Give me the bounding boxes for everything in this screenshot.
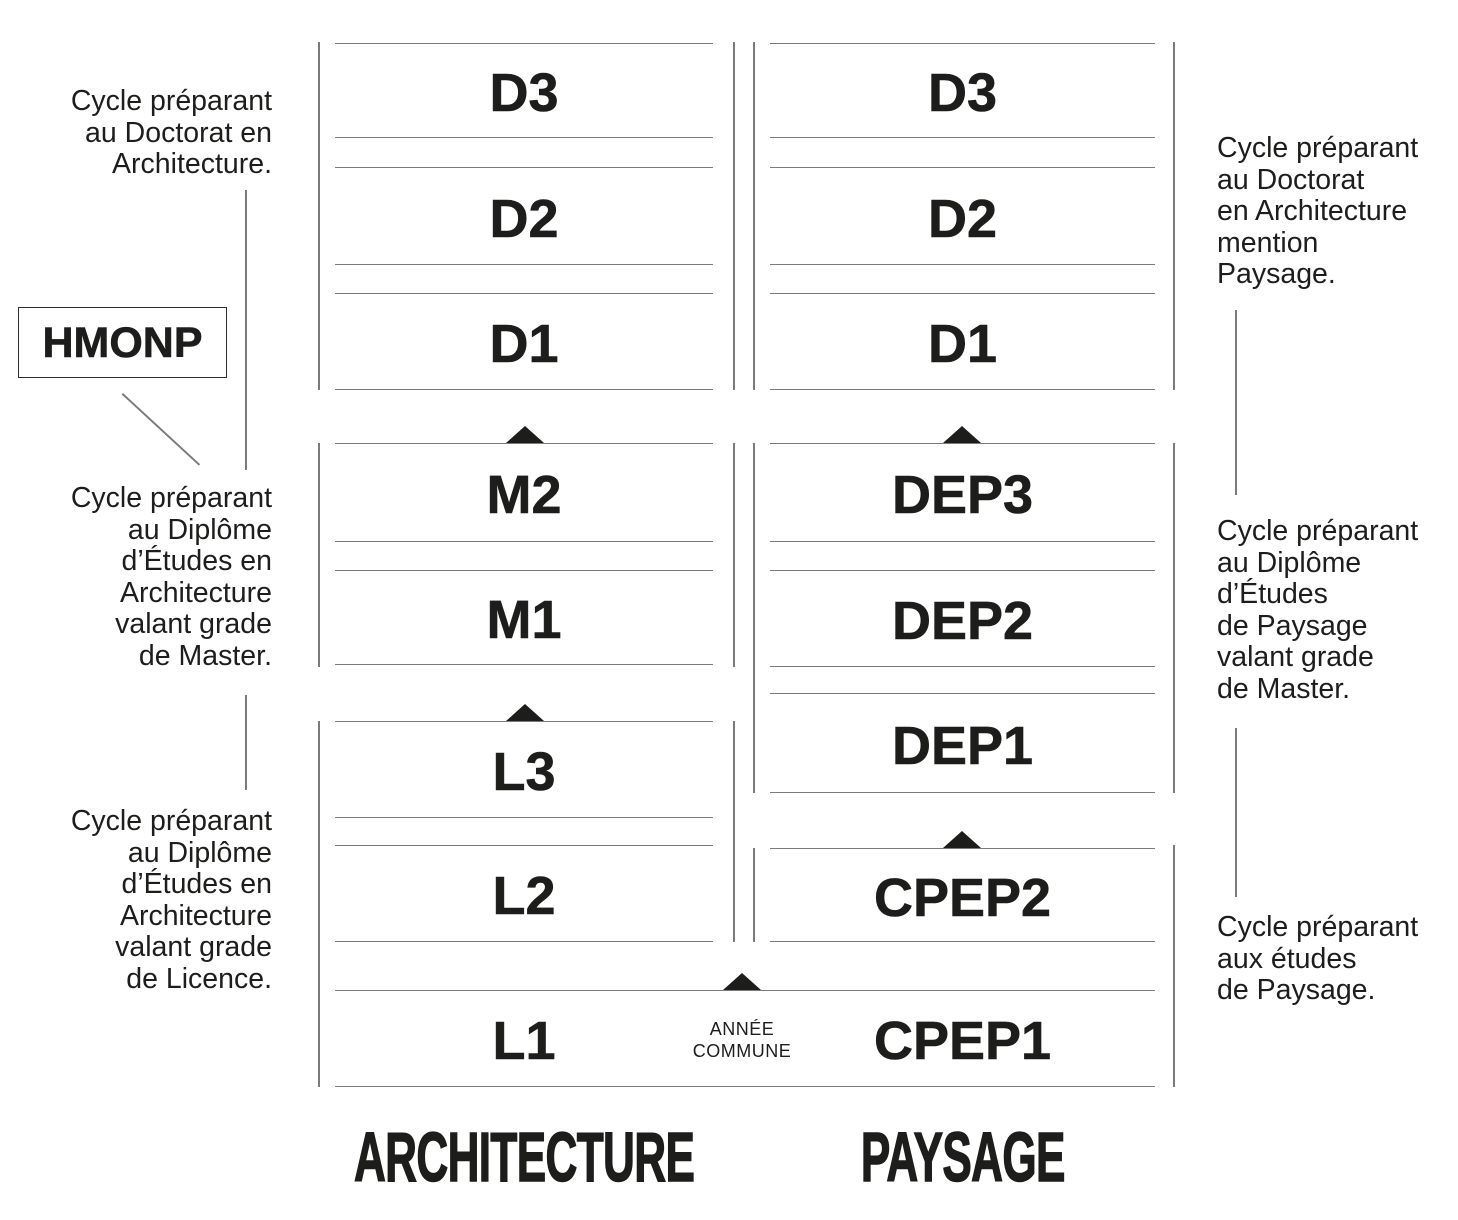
up-arrow-icon [943,426,981,443]
level-cell-pays-dep3: DEP3 [770,443,1155,542]
level-label: L3 [492,742,556,803]
annotation-left-doctorat: Cycle préparant au Doctorat en Architect… [70,85,272,180]
pays-master-left-rail [753,443,755,793]
level-label: CPEP1 [873,1011,1052,1072]
level-cell-pays-cpep1: CPEP1 [770,991,1155,1086]
level-cell-arch-d1: D1 [335,293,713,390]
annotation-right-paysage: Cycle préparant aux études de Paysage. [1217,911,1419,1006]
annotation-right-doctorat: Cycle préparant au Doctorat en Architect… [1217,132,1419,290]
common-year-row: L1 ANNÉE COMMUNE CPEP1 [335,990,1155,1087]
level-label: M1 [486,590,562,651]
connector-line [245,190,247,470]
level-cell-pays-dep1: DEP1 [770,693,1155,793]
annotation-right-master: Cycle préparant au Diplôme d’Études de P… [1217,515,1419,705]
level-label: CPEP2 [873,867,1052,928]
level-label: DEP3 [891,465,1034,526]
level-cell-arch-d3: D3 [335,43,713,138]
up-arrow-icon [943,831,981,848]
up-arrow-icon [506,426,544,443]
connector-line [1235,728,1237,897]
level-cell-arch-l3: L3 [335,721,713,818]
hmonp-label: HMONP [42,319,203,368]
hmonp-connector-line [121,393,201,466]
pays-cpep-left-rail [753,848,755,942]
up-arrow-icon [723,973,761,990]
level-label: L2 [492,866,556,927]
connector-line [1235,310,1237,495]
arch-licence-left-rail [318,721,320,1087]
column-heading-architecture: ARCHITECTURE [353,1118,695,1196]
level-label: D2 [489,188,559,249]
level-cell-arch-l2: L2 [335,845,713,942]
level-cell-arch-d2: D2 [335,167,713,265]
common-year-label: ANNÉE COMMUNE [692,1019,792,1061]
arch-doctorat-right-rail [733,42,735,390]
pays-cpep-right-rail [1173,845,1175,1087]
level-label: L1 [492,1011,556,1072]
level-label: D3 [489,63,559,124]
up-arrow-icon [506,704,544,721]
level-label: DEP2 [891,591,1034,652]
pays-doctorat-right-rail [1173,42,1175,390]
level-cell-pays-d2: D2 [770,167,1155,265]
level-label: M2 [486,465,562,526]
arch-master-right-rail [733,443,735,667]
level-label: D2 [927,188,998,249]
pays-doctorat-left-rail [753,42,755,390]
common-year-cell: ANNÉE COMMUNE [662,991,822,1086]
arch-licence-right-rail [733,721,735,942]
arch-master-left-rail [318,443,320,667]
annotation-left-licence: Cycle préparant au Diplôme d’Études en A… [70,805,272,995]
level-cell-arch-m2: M2 [335,443,713,542]
level-cell-arch-l1: L1 [335,991,713,1086]
level-cell-pays-cpep2: CPEP2 [770,848,1155,942]
annotation-left-master: Cycle préparant au Diplôme d’Études en A… [70,482,272,672]
hmonp-box: HMONP [18,307,227,378]
connector-line [245,695,247,790]
level-cell-pays-d3: D3 [770,43,1155,138]
pays-master-right-rail [1173,443,1175,793]
level-cell-pays-d1: D1 [770,293,1155,390]
level-label: DEP1 [891,715,1034,776]
level-label: D1 [927,314,998,375]
level-label: D3 [927,63,998,124]
level-cell-pays-dep2: DEP2 [770,570,1155,667]
level-label: D1 [489,314,559,375]
arch-doctorat-left-rail [318,42,320,390]
level-cell-arch-m1: M1 [335,570,713,665]
column-heading-paysage: PAYSAGE [860,1118,1066,1196]
